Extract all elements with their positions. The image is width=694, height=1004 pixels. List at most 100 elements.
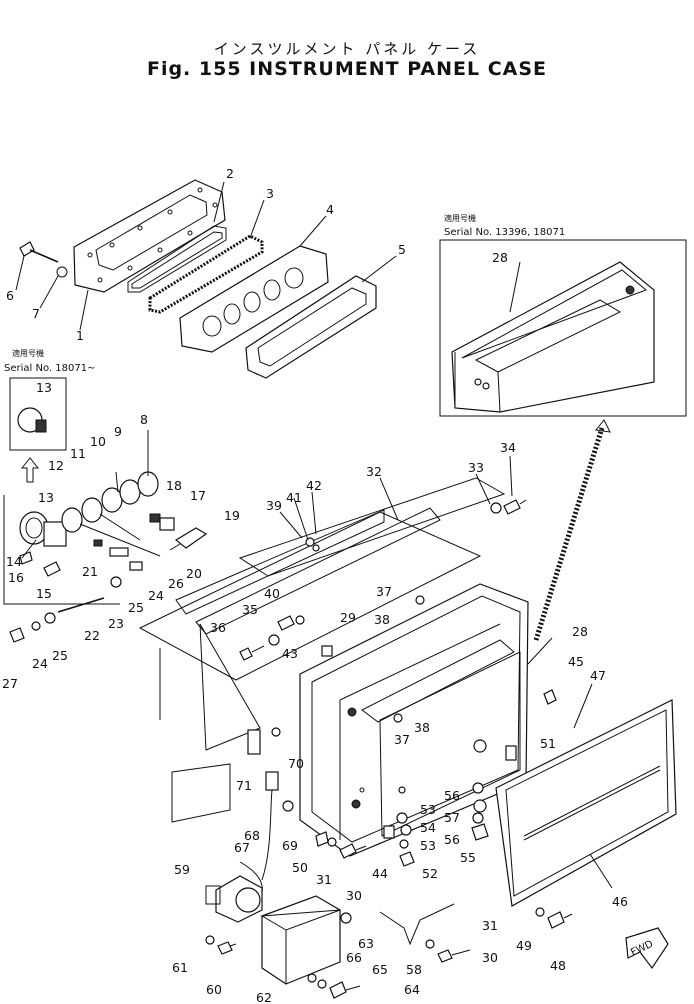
box-62 [260, 895, 341, 985]
leader-bracket [3, 495, 120, 605]
nut-25 [110, 576, 122, 588]
callout-31a: 31 [316, 872, 332, 887]
washer-24b [31, 621, 41, 631]
part-19 [169, 527, 208, 551]
note-left-serial: Serial No. 18071~ [4, 363, 95, 374]
callout-64: 64 [404, 982, 420, 997]
callout-52: 52 [422, 866, 438, 881]
callout-60: 60 [206, 982, 222, 997]
note-box-right [439, 239, 687, 417]
callout-35: 35 [242, 602, 258, 617]
callout-45: 45 [568, 654, 584, 669]
callout-labels: 1 2 3 4 5 6 7 8 9 10 11 12 13 13 14 15 1… [2, 166, 628, 1004]
callout-66: 66 [346, 950, 362, 965]
note-right-serial: Serial No. 13396, 18071 [444, 227, 565, 238]
callout-7: 7 [32, 306, 40, 321]
callout-1: 1 [76, 328, 84, 343]
callout-24a: 24 [148, 588, 164, 603]
case-28-detail [451, 261, 655, 413]
callout-68: 68 [244, 828, 260, 843]
washer-61 [205, 935, 215, 945]
callout-56b: 56 [444, 832, 460, 847]
callout-67: 67 [234, 840, 250, 855]
callout-9: 9 [114, 424, 122, 439]
callout-17: 17 [190, 488, 206, 503]
callout-48: 48 [550, 958, 566, 973]
leader-lines [15, 181, 613, 889]
panel-case-frame [138, 507, 529, 857]
callout-11: 11 [70, 446, 86, 461]
bolt-48 [547, 911, 565, 929]
callout-46: 46 [612, 894, 628, 909]
callout-70: 70 [288, 756, 304, 771]
ring-54 [400, 824, 412, 836]
callout-21: 21 [82, 564, 98, 579]
arrow-up-left [20, 457, 40, 483]
callout-12: 12 [48, 458, 64, 473]
nut-25b [44, 612, 56, 624]
part-18 [149, 513, 161, 523]
callout-49: 49 [516, 938, 532, 953]
bolt-36 [239, 647, 253, 661]
meter-13-detail [17, 407, 47, 433]
callout-14: 14 [6, 554, 22, 569]
callout-37a: 37 [376, 584, 392, 599]
callout-57: 57 [444, 810, 460, 825]
callout-61: 61 [172, 960, 188, 975]
callout-32: 32 [366, 464, 382, 479]
part-21 [93, 539, 103, 547]
clamp-50 [315, 831, 329, 847]
callout-2: 2 [226, 166, 234, 181]
gasket-5 [245, 275, 377, 379]
callout-53a: 53 [420, 802, 436, 817]
relay-59 [205, 875, 263, 923]
part-17 [159, 517, 175, 531]
screw-15 [43, 561, 61, 577]
callout-24b: 24 [32, 656, 48, 671]
callout-23: 23 [108, 616, 124, 631]
bolt-30 [339, 843, 357, 859]
callout-50: 50 [292, 860, 308, 875]
bracket-71-area [171, 763, 231, 823]
callout-56a: 56 [444, 788, 460, 803]
cover-plate-46 [495, 699, 677, 907]
callout-71: 71 [236, 778, 252, 793]
callout-40: 40 [264, 586, 280, 601]
part-71 [247, 729, 261, 755]
connector-68 [265, 771, 279, 791]
bolt-60 [217, 941, 233, 955]
bolt-34 [503, 499, 521, 515]
callout-39: 39 [266, 498, 282, 513]
washer-31 [327, 837, 337, 847]
callout-18: 18 [166, 478, 182, 493]
part-51 [505, 745, 517, 761]
callout-41: 41 [286, 490, 302, 505]
callout-43: 43 [282, 646, 298, 661]
callout-29: 29 [340, 610, 356, 625]
bolt-30b [437, 949, 453, 963]
callout-30b: 30 [482, 950, 498, 965]
washer-66 [307, 973, 317, 983]
callout-69: 69 [282, 838, 298, 853]
bolt-40 [277, 615, 295, 631]
callout-65: 65 [372, 962, 388, 977]
part-41 [305, 537, 315, 547]
part-44 [383, 825, 395, 839]
callout-13a: 13 [36, 380, 52, 395]
callout-22: 22 [84, 628, 100, 643]
wire-70 [261, 789, 273, 881]
washer-37 [415, 595, 425, 605]
callout-38a: 38 [374, 612, 390, 627]
callout-47: 47 [590, 668, 606, 683]
cable-58 [379, 903, 455, 946]
washer-56b [472, 812, 484, 824]
callout-25b: 25 [52, 648, 68, 663]
callout-63: 63 [358, 936, 374, 951]
bolt-64 [329, 981, 347, 999]
part-24a [129, 561, 143, 571]
callout-37b: 37 [394, 732, 410, 747]
nut-57 [473, 799, 487, 813]
fwd-arrow [625, 927, 669, 970]
callout-31b: 31 [482, 918, 498, 933]
